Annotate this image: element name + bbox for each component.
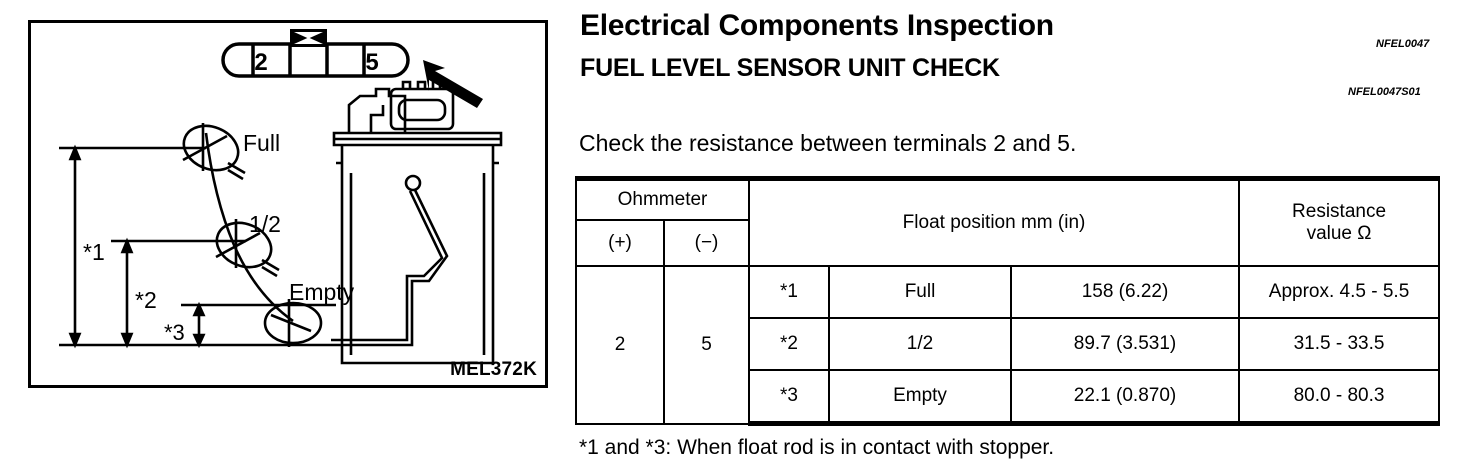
float-position-empty bbox=[263, 299, 323, 347]
float-label-empty: Empty bbox=[289, 279, 355, 305]
header-ohmmeter-negative: (−) bbox=[663, 219, 750, 267]
cell-resistance: 31.5 - 33.5 bbox=[1238, 317, 1441, 371]
header-float-position: Float position mm (in) bbox=[747, 176, 1241, 267]
header-resistance-line1: Resistance bbox=[1292, 201, 1387, 223]
resistance-spec-table: Ohmmeter Float position mm (in) Resistan… bbox=[575, 176, 1441, 426]
table-header-row-2: (+) (−) bbox=[575, 219, 1439, 267]
float-position-half bbox=[215, 219, 280, 278]
connector-terminal-5-label: 5 bbox=[365, 49, 378, 76]
cell-dimension: 22.1 (0.870) bbox=[1009, 369, 1241, 426]
table-row: *3 Empty 22.1 (0.870) 80.0 - 80.3 bbox=[576, 369, 1441, 426]
connector-terminal-2-label: 2 bbox=[254, 49, 267, 76]
cell-ohmmeter-positive-value: 2 bbox=[575, 265, 665, 425]
header-resistance-line2: value Ω bbox=[1306, 223, 1372, 244]
content-area: Electrical Components Inspection FUEL LE… bbox=[575, 0, 1472, 472]
page-subtitle: FUEL LEVEL SENSOR UNIT CHECK bbox=[580, 54, 1000, 82]
reference-code-secondary: NFEL0047S01 bbox=[1348, 86, 1421, 98]
table-row: 2 5 *1 Full 158 (6.22) Approx. 4.5 - 5.5 bbox=[575, 265, 1441, 425]
dimension-mark-1-label: *1 bbox=[83, 239, 105, 265]
float-position-full bbox=[182, 123, 246, 181]
page-title: Electrical Components Inspection bbox=[580, 9, 1054, 42]
float-label-full: Full bbox=[243, 130, 280, 156]
connector-key-marker bbox=[290, 29, 327, 47]
dimension-lines bbox=[59, 144, 336, 349]
table-row: *2 1/2 89.7 (3.531) 31.5 - 33.5 bbox=[576, 317, 1441, 371]
footnote-text: *1 and *3: When float rod is in contact … bbox=[579, 436, 1055, 459]
figure-panel: 2 5 Full 1/2 Empty *1 *2 *3 MEL372K bbox=[28, 20, 548, 388]
fuel-pump-assembly bbox=[331, 80, 503, 365]
dimension-mark-3-label: *3 bbox=[164, 320, 185, 345]
cell-dimension: 158 (6.22) bbox=[1009, 265, 1241, 319]
instruction-text: Check the resistance between terminals 2… bbox=[579, 130, 1077, 156]
cell-mark: *2 bbox=[748, 317, 830, 371]
cell-ohmmeter-negative-value: 5 bbox=[663, 265, 750, 425]
fuel-level-sensor-diagram: 2 5 Full 1/2 Empty *1 *2 *3 bbox=[59, 29, 503, 365]
cell-mark: *3 bbox=[748, 369, 830, 426]
float-label-half: 1/2 bbox=[249, 211, 281, 237]
cell-dimension: 89.7 (3.531) bbox=[1009, 317, 1241, 371]
table-header-row-1: Ohmmeter Float position mm (in) Resistan… bbox=[575, 176, 1441, 267]
figure-id-label: MEL372K bbox=[450, 359, 537, 380]
cell-resistance: 80.0 - 80.3 bbox=[1238, 369, 1441, 426]
callout-arrow-icon bbox=[423, 60, 483, 108]
header-ohmmeter: Ohmmeter bbox=[575, 176, 750, 221]
header-ohmmeter-positive: (+) bbox=[575, 219, 665, 267]
cell-float-position: 1/2 bbox=[828, 317, 1012, 371]
cell-float-position: Empty bbox=[828, 369, 1012, 426]
cell-mark: *1 bbox=[748, 265, 830, 319]
reference-code-primary: NFEL0047 bbox=[1376, 38, 1430, 50]
cell-float-position: Full bbox=[828, 265, 1012, 319]
cell-resistance: Approx. 4.5 - 5.5 bbox=[1238, 265, 1441, 319]
header-resistance-value: Resistance value Ω bbox=[1238, 176, 1441, 267]
connector-illustration bbox=[221, 42, 410, 78]
dimension-mark-2-label: *2 bbox=[135, 287, 157, 313]
